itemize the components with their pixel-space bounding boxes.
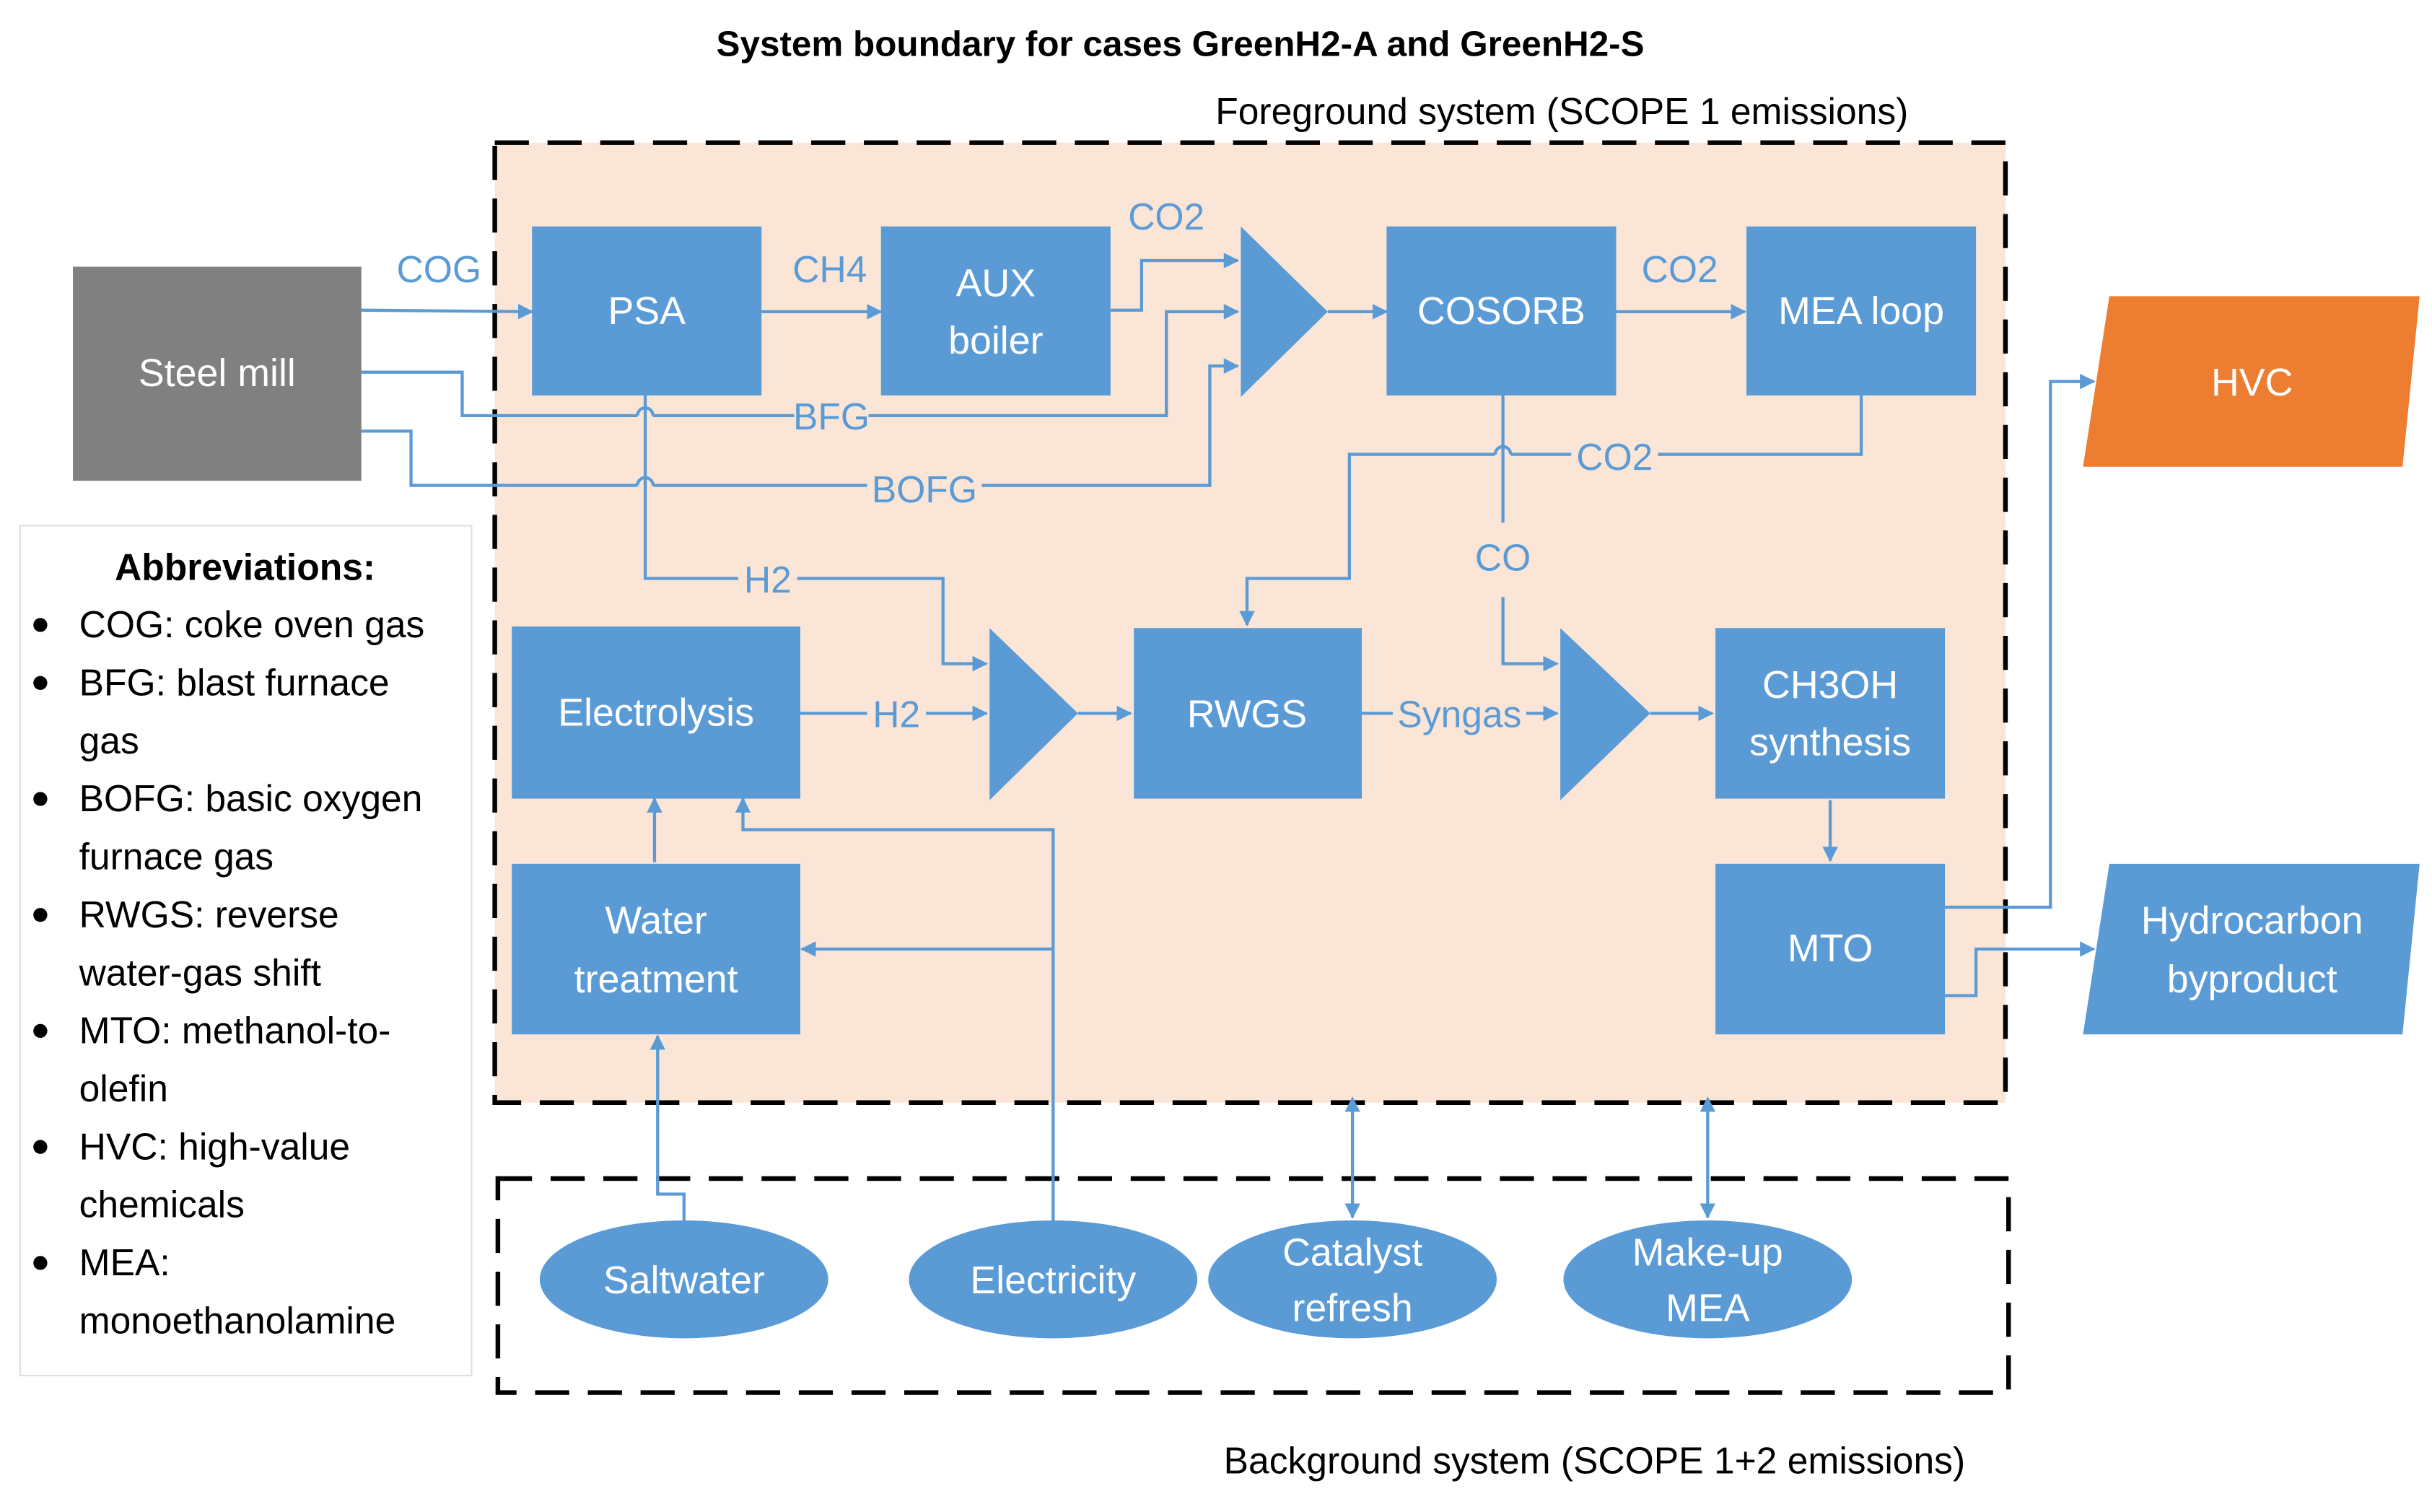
node-cosorb: COSORB [1386, 226, 1617, 396]
node-electricity: Electricity [909, 1220, 1198, 1339]
node-steel-mill: Steel mill [73, 266, 362, 481]
water-treatment-label-1: Water [605, 899, 707, 943]
background-system-boundary [495, 1176, 2011, 1395]
label-bfg: BFG [793, 396, 870, 437]
abbreviations-panel [19, 525, 473, 1376]
hydrocarbon-label-2: byproduct [2167, 958, 2337, 1001]
label-co2-aux: CO2 [1128, 196, 1204, 237]
abbreviation-item: water-gas shift [79, 951, 321, 993]
abbreviation-item: gas [79, 720, 139, 761]
label-h2-psa: H2 [744, 559, 792, 600]
psa-label: PSA [608, 289, 686, 333]
hvc-label: HVC [2211, 361, 2293, 404]
abbreviation-item: MEA: [79, 1241, 170, 1283]
abbreviation-item: BFG: blast furnace [79, 661, 390, 703]
node-mto: MTO [1715, 863, 1946, 1035]
node-mea-loop: MEA loop [1746, 226, 1977, 396]
background-label: Background system (SCOPE 1+2 emissions) [1224, 1439, 1965, 1481]
node-hydrocarbon-byproduct: Hydrocarbon byproduct [2083, 863, 2420, 1035]
flow-mto-hvc [1945, 373, 2096, 909]
electricity-label: Electricity [970, 1259, 1136, 1302]
bullet-icon [33, 792, 48, 806]
flow-electricity [735, 797, 1055, 1221]
abbreviation-item: chemicals [79, 1184, 245, 1225]
flow-co [1501, 395, 1557, 664]
abbreviation-item: BOFG: basic oxygen [79, 777, 423, 819]
water-treatment-label-2: treatment [574, 958, 738, 1001]
node-ch3oh-synthesis: CH3OH synthesis [1715, 628, 1946, 799]
catalyst-label-1: Catalyst [1282, 1231, 1422, 1274]
label-syngas: Syngas [1397, 694, 1521, 735]
bullet-icon [33, 908, 48, 922]
bullet-icon [33, 676, 48, 690]
flow-cog [361, 303, 534, 320]
label-bofg: BOFG [872, 468, 977, 510]
catalyst-label-2: refresh [1292, 1287, 1413, 1330]
abbreviation-item: furnace gas [79, 836, 274, 878]
diagram-title: System boundary for cases GreenH2-A and … [717, 24, 1645, 64]
bullet-icon [33, 1140, 48, 1154]
ch3oh-label-2: synthesis [1749, 720, 1911, 764]
label-co2-cosorb: CO2 [1642, 248, 1718, 290]
node-makeup-mea: Make-up MEA [1563, 1220, 1853, 1339]
ch3oh-label-1: CH3OH [1762, 663, 1898, 707]
label-h2-electrolysis: H2 [872, 694, 920, 735]
foreground-label: Foreground system (SCOPE 1 emissions) [1215, 90, 1908, 132]
label-ch4: CH4 [792, 248, 867, 290]
node-water-treatment: Water treatment [512, 863, 801, 1035]
label-cog: COG [396, 248, 481, 290]
hydrocarbon-label-1: Hydrocarbon [2141, 899, 2363, 943]
mixer-3 [1560, 628, 1650, 800]
electrolysis-label: Electrolysis [558, 691, 754, 735]
abbreviation-item: MTO: methanol-to- [79, 1010, 391, 1052]
flow-labels: COG CH4 CO2 BFG BOFG CO2 CO2 CO H2 H2 Sy… [396, 196, 1718, 735]
flow-co2-aux [1110, 253, 1240, 312]
abbreviation-item: monoethanolamine [79, 1299, 396, 1341]
mixer-1 [1241, 226, 1328, 398]
flow-h2-psa [643, 395, 989, 672]
node-rwgs: RWGS [1134, 628, 1362, 799]
abbreviation-item: olefin [79, 1067, 168, 1109]
node-aux-boiler: AUX boiler [880, 226, 1111, 396]
flow-bfg [361, 312, 1238, 418]
flow-lines [361, 253, 2096, 1221]
mixer-2 [989, 628, 1078, 800]
mea-loop-label: MEA loop [1778, 289, 1944, 333]
foreground-system-boundary [492, 140, 2008, 1105]
node-catalyst-refresh: Catalyst refresh [1208, 1220, 1497, 1339]
aux-boiler-label-1: AUX [956, 261, 1036, 305]
node-hvc: HVC [2083, 296, 2420, 467]
steel-mill-label: Steel mill [139, 351, 296, 395]
label-co2-recycle: CO2 [1576, 436, 1653, 478]
node-psa: PSA [532, 226, 762, 396]
abbreviations-heading: Abbreviations: [115, 546, 375, 588]
node-electrolysis: Electrolysis [512, 626, 801, 799]
abbreviation-item: COG: coke oven gas [79, 603, 425, 645]
makeup-mea-label-2: MEA [1666, 1287, 1750, 1330]
flow-mto-hydrocarbon [1945, 941, 2096, 997]
saltwater-label: Saltwater [603, 1259, 765, 1302]
makeup-mea-label-1: Make-up [1632, 1231, 1783, 1274]
flow-saltwater [649, 1034, 686, 1221]
node-saltwater: Saltwater [539, 1220, 828, 1339]
abbreviation-item: RWGS: reverse [79, 893, 339, 935]
bullet-icon [33, 1256, 48, 1270]
abbreviation-item: HVC: high-value [79, 1125, 350, 1167]
rwgs-label: RWGS [1187, 693, 1307, 736]
label-co: CO [1475, 537, 1531, 579]
aux-boiler-label-2: boiler [948, 319, 1043, 362]
bullet-icon [33, 618, 48, 632]
mto-label: MTO [1788, 927, 1873, 970]
bullet-icon [33, 1023, 48, 1039]
cosorb-label: COSORB [1417, 289, 1585, 333]
